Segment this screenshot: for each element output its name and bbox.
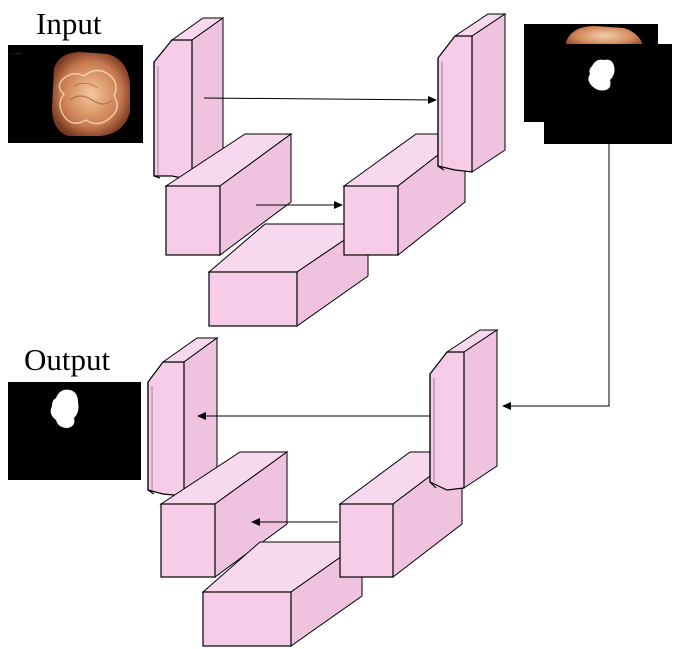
skip-arrow-top-1 <box>203 95 437 104</box>
decoder-slab-bottom-right <box>429 329 499 491</box>
decoder-slab-top <box>437 13 507 173</box>
intermediate-image-stack <box>524 24 672 144</box>
output-label: Output <box>24 342 111 377</box>
svg-text:·····: ····· <box>11 52 22 56</box>
bottleneck-block-bottom <box>201 541 364 647</box>
output-mask-image <box>8 382 141 480</box>
input-image: ····· <box>8 45 143 143</box>
input-label: Input <box>36 6 102 41</box>
block-bottom-left-2 <box>159 451 289 578</box>
encoder-block-2-top <box>164 133 293 256</box>
bottleneck-block-top <box>207 223 370 327</box>
decoder-slab-bottom-left <box>147 337 219 497</box>
connector-arrow <box>502 144 610 410</box>
